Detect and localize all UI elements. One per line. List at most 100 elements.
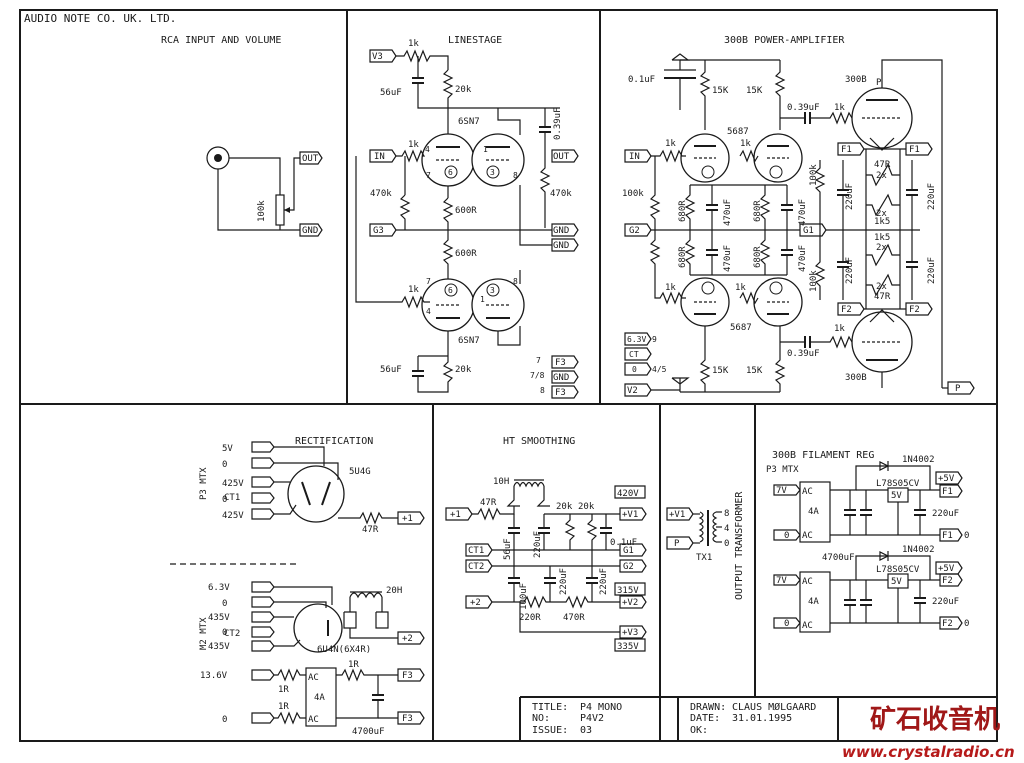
svg-text:100uF: 100uF [519,583,529,610]
svg-text:AC: AC [802,531,813,541]
svg-text:425V: 425V [222,479,244,489]
svg-text:1k: 1k [665,283,676,293]
svg-text:G2: G2 [623,562,634,572]
svg-text:47R: 47R [362,525,379,535]
port-plus2: +2 [397,631,425,645]
drawing-issue: 03 [580,725,592,736]
svg-text:ISSUE:: ISSUE: [532,725,568,736]
fil-bridge-a [799,481,831,543]
output-xfmr-title: OUTPUT TRANSFORMER [734,491,745,600]
svg-text:0.39uF: 0.39uF [553,107,563,140]
svg-text:220uF: 220uF [845,183,855,210]
port-f3-c: F3 [397,668,425,682]
port-f1-fil-b: F1 [939,528,963,542]
linestage-title: LINESTAGE [448,35,502,46]
ht-section: HT SMOOTHING 10H +1 47R 420V +V1 20k 20k… [445,436,647,652]
svg-text:0.39uF: 0.39uF [787,103,820,113]
svg-text:G1: G1 [803,226,814,236]
svg-text:4700uF: 4700uF [352,727,385,737]
svg-text:47R: 47R [480,498,497,508]
watermark-logo: 矿石收音机 [870,704,1000,735]
port-f1-left: F1 [837,142,865,156]
svg-text:0: 0 [222,460,227,470]
svg-text:680R: 680R [678,200,688,222]
svg-text:315V: 315V [617,586,639,596]
svg-text:335V: 335V [617,642,639,652]
svg-text:GND: GND [302,226,318,236]
svg-text:0: 0 [222,599,227,609]
svg-text:CT1: CT1 [468,546,484,556]
svg-text:220uF: 220uF [927,183,937,210]
svg-text:0: 0 [222,628,227,638]
tx1-label: TX1 [696,553,712,563]
svg-text:0: 0 [784,531,789,541]
power-amp-title: 300B POWER-AMPLIFIER [724,35,845,46]
tube-6u4n [293,603,343,653]
svg-text:20H: 20H [386,586,402,596]
rca-title: RCA INPUT AND VOLUME [161,35,281,46]
output-tube-label: 300B [845,75,867,85]
output-xfmr-section: OUTPUT TRANSFORMER +V1 P 8 4 0 TX1 [666,491,745,600]
port-5v-a: +5V [935,471,963,485]
port-out: OUT [299,151,323,165]
svg-text:AC: AC [308,673,319,683]
svg-text:CT: CT [629,350,639,359]
xfmr-primary [698,511,704,543]
svg-text:4A: 4A [314,693,325,703]
sheet-frame [19,9,998,742]
port-63v: 6.3V [624,332,652,346]
ct1-label: CT1 [224,493,240,503]
tube-label: 6SN7 [458,117,480,127]
svg-text:7: 7 [426,171,431,180]
svg-text:+V2: +V2 [622,598,638,608]
port-plus2-ht: +2 [465,595,493,609]
svg-text:470uF: 470uF [723,245,733,272]
tube-label-bottom: 6SN7 [458,336,480,346]
port-7v-b: 7V [773,574,801,586]
svg-text:56uF: 56uF [503,538,513,560]
svg-text:3: 3 [490,168,495,177]
svg-text:AC: AC [308,715,319,725]
svg-text:0: 0 [632,365,637,374]
port-gnd-b: GND [551,238,579,252]
svg-text:220uF: 220uF [599,568,609,595]
svg-text:1k: 1k [408,140,419,150]
svg-text:20k: 20k [578,502,595,512]
port-ct: CT [624,347,652,361]
svg-text:15K: 15K [746,366,763,376]
svg-text:56uF: 56uF [380,88,402,98]
svg-text:4A: 4A [808,597,819,607]
svg-text:+2: +2 [470,598,481,608]
svg-text:F2: F2 [942,576,953,586]
svg-text:OUT: OUT [553,152,570,162]
svg-text:1k5: 1k5 [874,233,890,243]
port-7v-a: 7V [773,484,801,496]
drawing-title: P4 MONO [580,702,622,713]
linestage-section: LINESTAGE V3 1k 20k 56uF 6SN7 6 3 4 1 7 … [355,35,579,399]
port-f3-a: F3 [551,355,579,369]
port-g2-ht: G2 [619,559,647,573]
svg-text:8: 8 [513,171,518,180]
svg-text:47R: 47R [874,292,891,302]
port-5v-b: +5V [935,561,963,575]
svg-text:0.1uF: 0.1uF [610,538,637,548]
svg-text:13.6V: 13.6V [200,671,228,681]
svg-text:+V1: +V1 [622,510,638,520]
svg-text:20k: 20k [455,85,472,95]
svg-text:470k: 470k [370,189,392,199]
svg-text:AC: AC [802,621,813,631]
svg-text:F1: F1 [841,145,852,155]
svg-text:2x: 2x [876,209,887,219]
bridge-4a [305,667,337,727]
svg-text:1k: 1k [408,39,419,49]
svg-text:1N4002: 1N4002 [902,545,935,555]
svg-text:G1: G1 [623,546,634,556]
port-f3-b: F3 [551,385,579,399]
port-gnd-a: GND [551,223,579,237]
svg-text:680R: 680R [753,246,763,268]
svg-text:F3: F3 [555,358,566,368]
xfmr-secondary [712,511,718,543]
svg-text:435V: 435V [208,613,230,623]
svg-text:F1: F1 [942,487,953,497]
svg-text:+1: +1 [402,514,413,524]
